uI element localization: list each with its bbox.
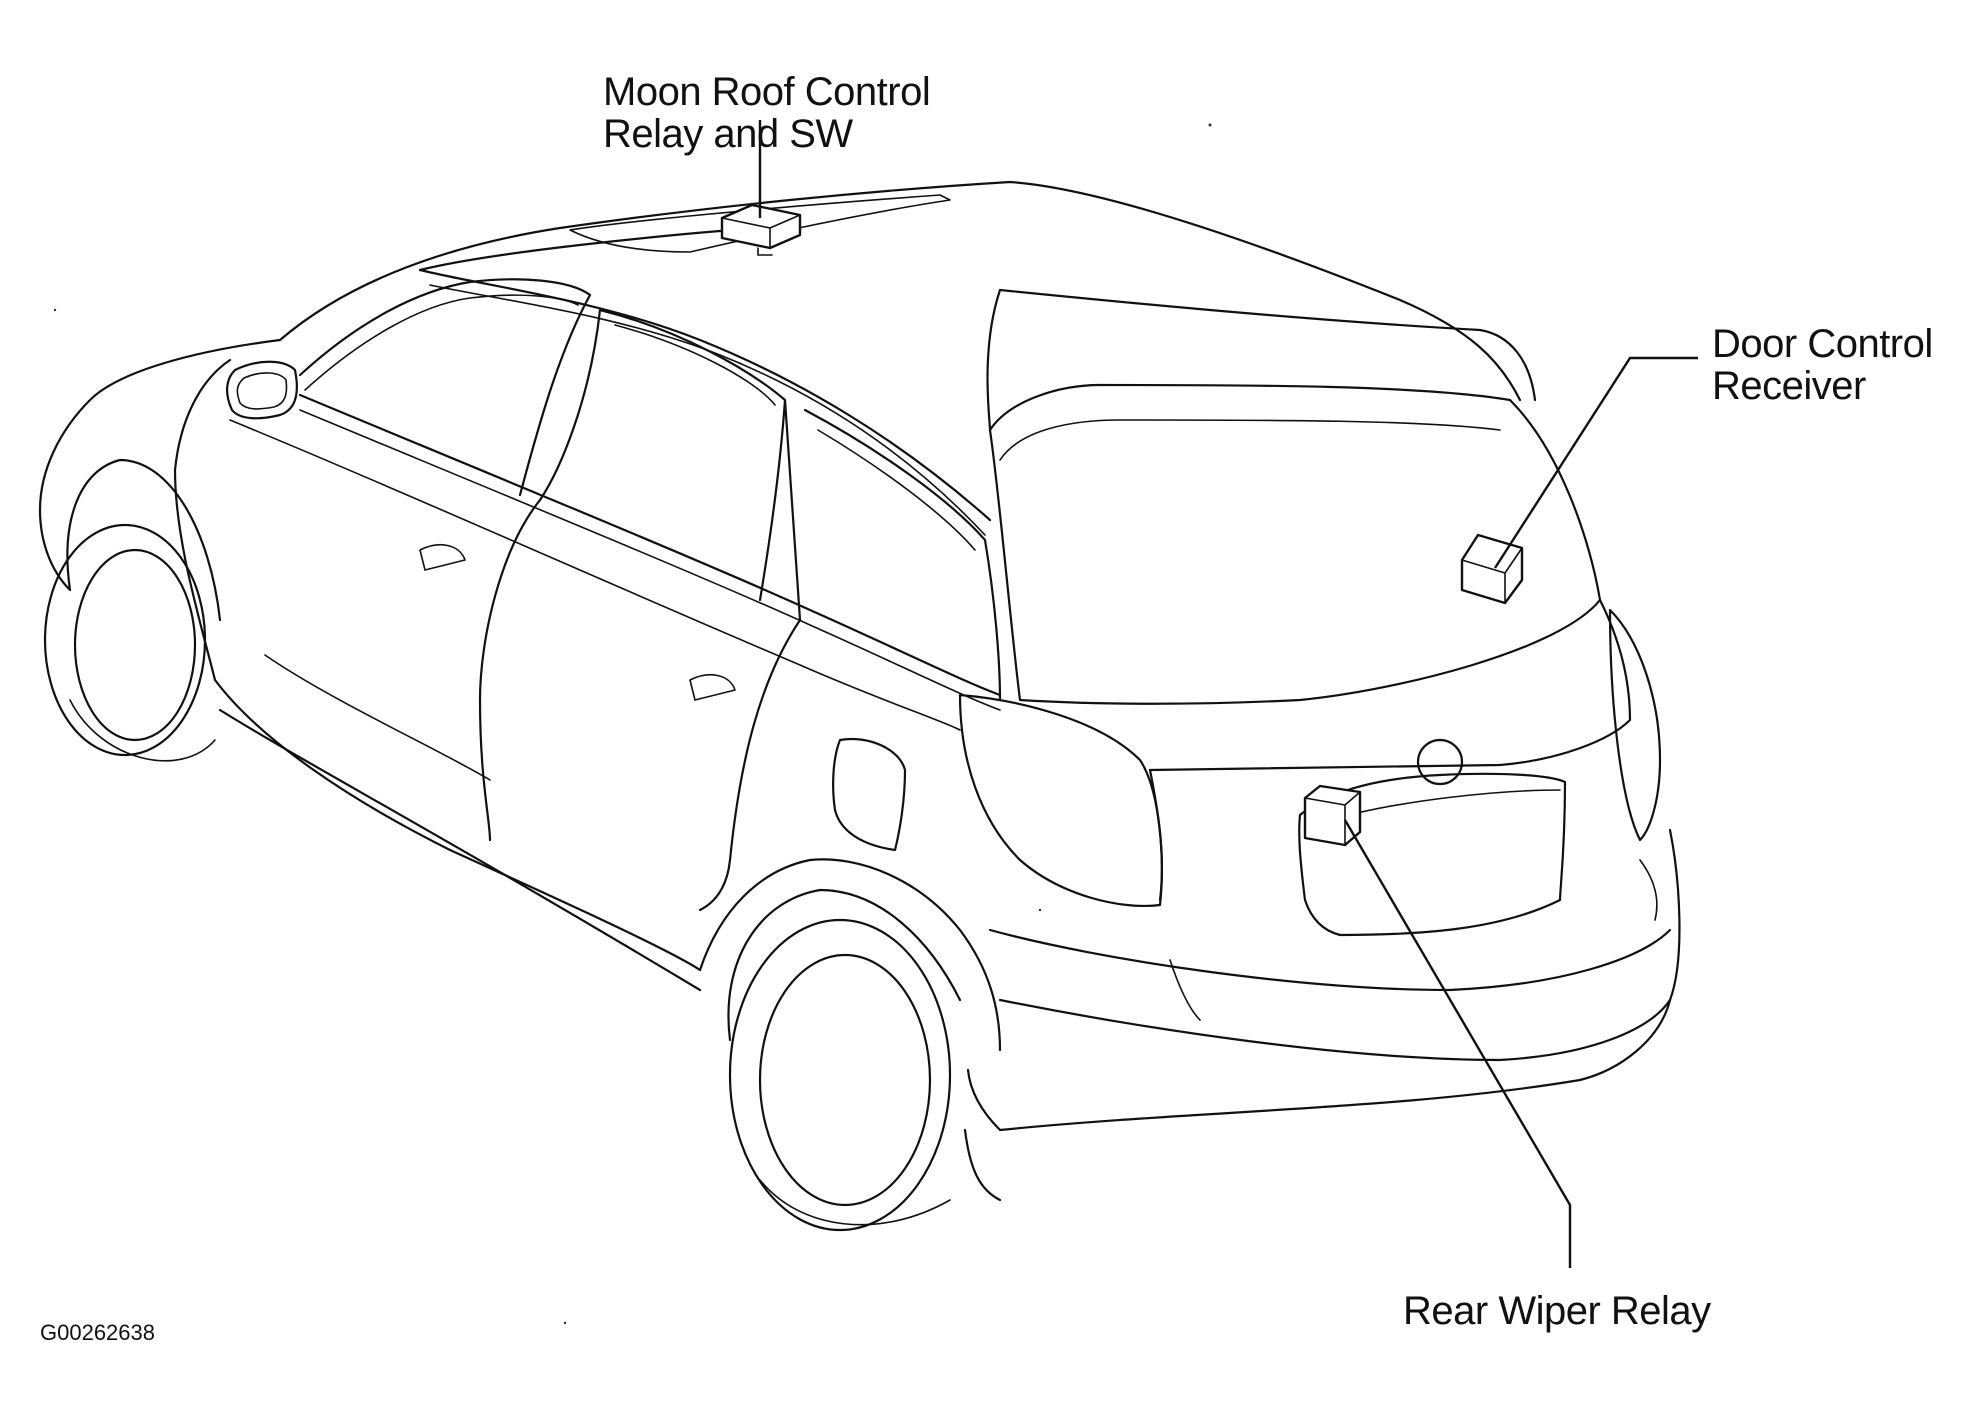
roof — [278, 180, 1537, 432]
moon-roof-relay-component — [720, 203, 802, 256]
rear-wheel — [727, 888, 962, 1232]
figure-code: G00262638 — [40, 1320, 155, 1345]
door-control-receiver-component — [1460, 533, 1524, 605]
moon-roof-control-relay-label: Moon Roof Control Relay and SW — [603, 70, 931, 156]
door-control-leader-line — [1493, 356, 1698, 569]
tail-light — [958, 608, 1662, 907]
front-wheel — [43, 458, 222, 762]
doors — [419, 498, 802, 912]
rear-hatch — [988, 383, 1632, 937]
moon-roof-label-line2: Relay and SW — [603, 112, 853, 156]
rear-wiper-relay-label: Rear Wiper Relay — [1403, 1289, 1711, 1333]
door-control-label-line2: Receiver — [1712, 364, 1866, 408]
rear-wiper-leader-line — [1343, 819, 1572, 1268]
rear-wiper-relay-component — [1303, 784, 1362, 847]
door-control-receiver-label: Door Control Receiver — [1712, 323, 1933, 407]
side-mirror — [226, 360, 298, 420]
body-side — [38, 338, 1002, 1202]
moon-roof-label-line1: Moon Roof Control — [603, 70, 931, 114]
side-windows — [298, 268, 1002, 702]
rear-bumper — [966, 828, 1681, 1132]
door-control-label-line1: Door Control — [1712, 322, 1933, 366]
